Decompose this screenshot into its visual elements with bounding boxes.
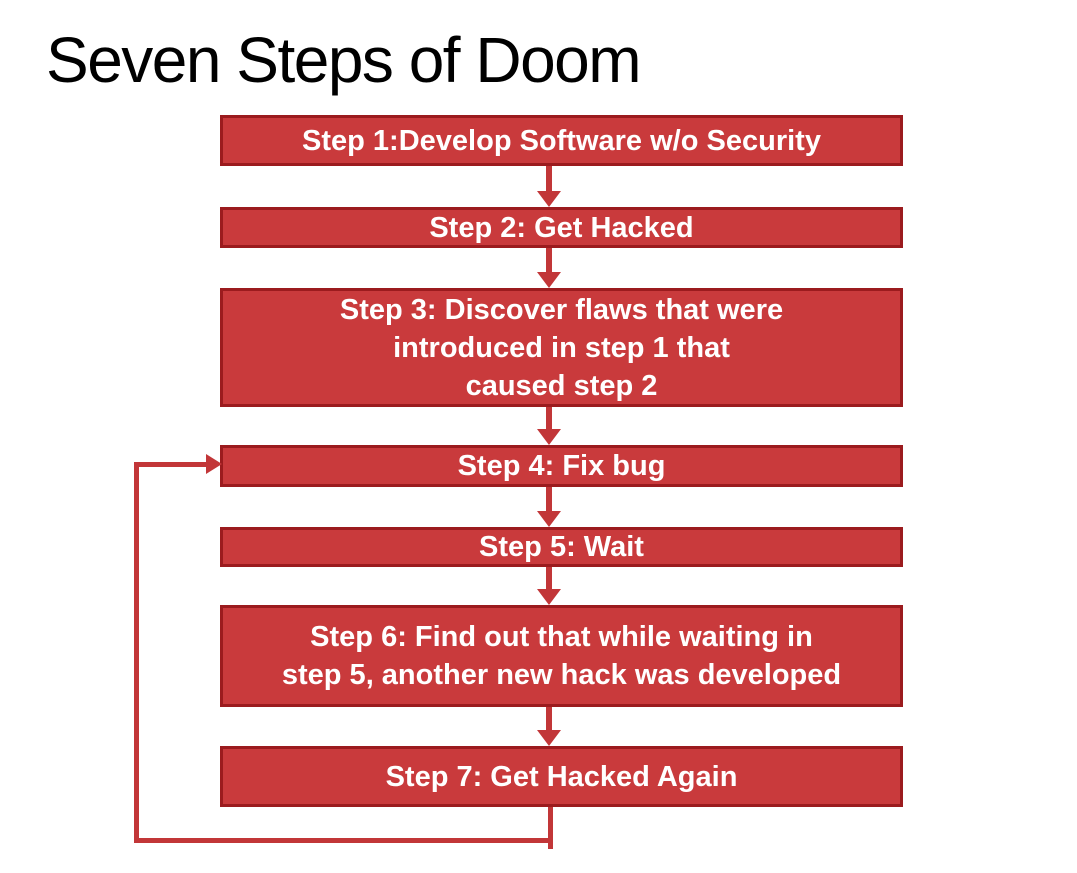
arrow-stem [546, 407, 552, 429]
arrow-head [537, 272, 561, 288]
step-1-box: Step 1:Develop Software w/o Security [220, 115, 903, 166]
loopback-drop-line [548, 807, 553, 849]
step-2-label: Step 2: Get Hacked [429, 211, 694, 244]
step-7-box: Step 7: Get Hacked Again [220, 746, 903, 807]
arrow-head [537, 589, 561, 605]
loopback-arrow-head-icon [206, 454, 222, 474]
arrow-head [537, 730, 561, 746]
step-1-label: Step 1:Develop Software w/o Security [302, 124, 821, 157]
arrow-step3-to-step4-icon [537, 407, 561, 445]
step-5-box: Step 5: Wait [220, 527, 903, 567]
arrow-step2-to-step3-icon [537, 248, 561, 288]
arrow-stem [546, 487, 552, 511]
step-6-box: Step 6: Find out that while waiting in s… [220, 605, 903, 707]
step-5-label: Step 5: Wait [479, 531, 644, 563]
arrow-step1-to-step2-icon [537, 166, 561, 207]
step-3-box: Step 3: Discover flaws that were introdu… [220, 288, 903, 407]
arrow-step6-to-step7-icon [537, 707, 561, 746]
slide-title: Seven Steps of Doom [46, 24, 642, 96]
step-4-box: Step 4: Fix bug [220, 445, 903, 487]
arrow-stem [546, 567, 552, 589]
arrow-stem [546, 248, 552, 272]
step-7-label: Step 7: Get Hacked Again [385, 760, 738, 793]
loopback-left-line [134, 462, 139, 843]
step-2-box: Step 2: Get Hacked [220, 207, 903, 248]
step-4-label: Step 4: Fix bug [457, 450, 666, 482]
step-6-label: Step 6: Find out that while waiting in s… [281, 621, 842, 691]
arrow-stem [546, 166, 552, 191]
arrow-head [537, 191, 561, 207]
arrow-stem [546, 707, 552, 730]
loopback-bottom-line [134, 838, 553, 843]
loopback-top-line [139, 462, 207, 467]
arrow-step4-to-step5-icon [537, 487, 561, 527]
step-3-label: Step 3: Discover flaws that were introdu… [339, 293, 784, 402]
arrow-head [537, 429, 561, 445]
arrow-step5-to-step6-icon [537, 567, 561, 605]
arrow-head [537, 511, 561, 527]
